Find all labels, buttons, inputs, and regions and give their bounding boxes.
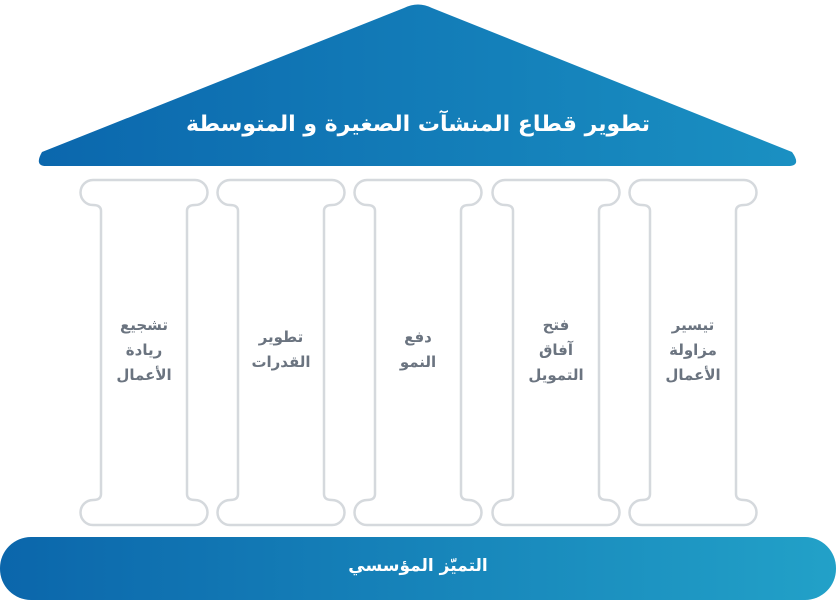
pillar-outline <box>216 178 346 527</box>
pillar-label: فتح <box>542 315 570 334</box>
pillar-label: تطوير <box>258 328 304 346</box>
pillar-label: مزاولة <box>669 340 717 359</box>
pillar-financing: فتح آفاق التمويل <box>493 300 619 400</box>
base-platform <box>0 537 836 600</box>
pillar-capabilities: تطوير القدرات <box>218 300 344 400</box>
roof <box>38 4 797 166</box>
pillar-label: الأعمال <box>665 365 721 384</box>
pillar-label: تيسير <box>671 315 715 334</box>
pillar-entrepreneurship: تشجيع ريادة الأعمال <box>81 300 207 400</box>
pillar-label: النمو <box>399 353 437 371</box>
pillar-outline <box>79 178 209 527</box>
pillar-label: التمويل <box>528 365 584 384</box>
pillar-label: القدرات <box>251 353 311 371</box>
pillar-outline <box>353 178 483 527</box>
pillar-outline <box>491 178 621 527</box>
roof-title: تطوير قطاع المنشآت الصغيرة و المتوسطة <box>185 112 651 137</box>
pillar-label: الأعمال <box>116 365 172 384</box>
pillar-label: دفع <box>404 328 432 346</box>
pillar-label: آفاق <box>539 340 574 359</box>
pillar-outline <box>628 178 758 527</box>
pillar-label: ريادة <box>125 340 163 359</box>
pillar-label: تشجيع <box>119 315 169 334</box>
pillar-business-ease: تيسير مزاولة الأعمال <box>630 300 756 400</box>
base-title: التميّز المؤسسي <box>348 556 488 576</box>
pillar-growth: دفع النمو <box>355 300 481 400</box>
